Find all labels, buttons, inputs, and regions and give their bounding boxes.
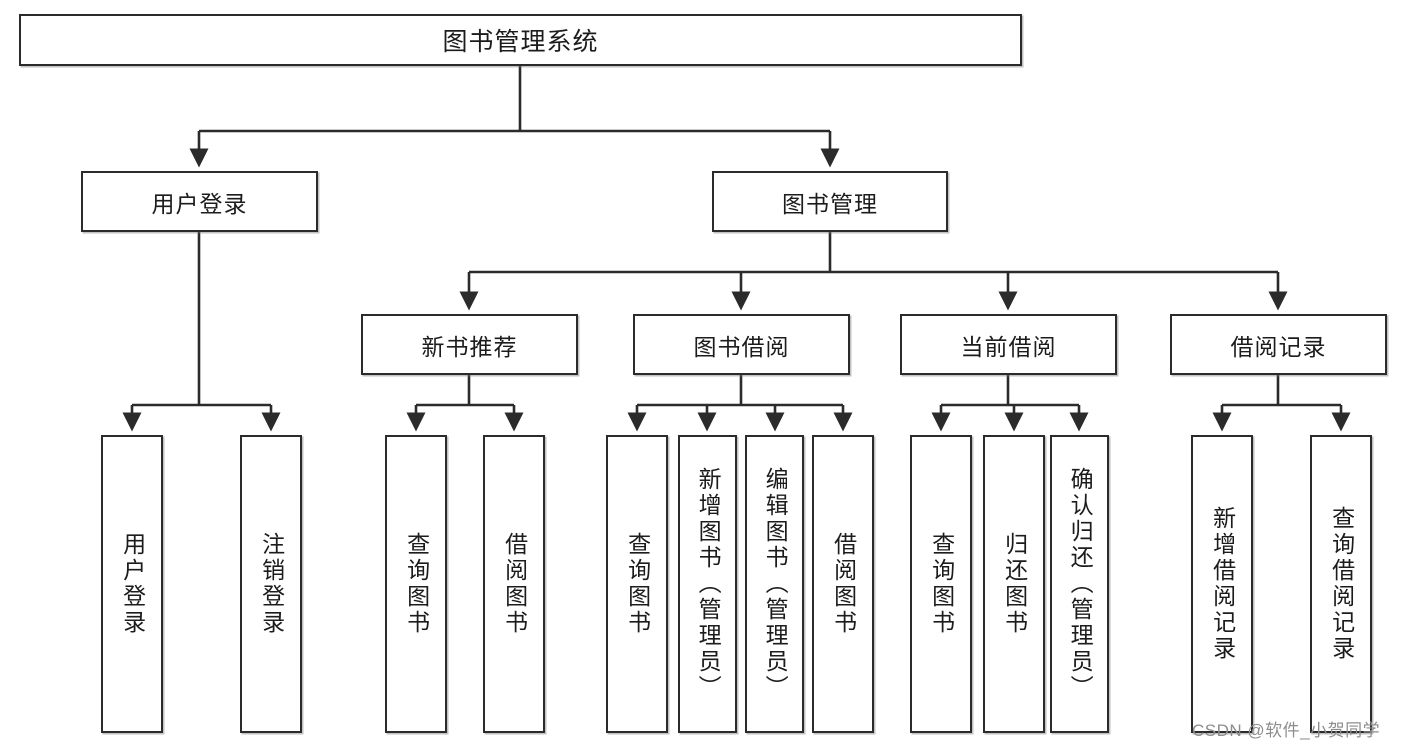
leaf-node[interactable]: 查询图书 xyxy=(385,435,447,733)
node-borrow-record[interactable]: 借阅记录 xyxy=(1170,314,1387,375)
node-borrow-record-label: 借阅记录 xyxy=(1230,333,1327,360)
node-book-borrow-label: 图书借阅 xyxy=(693,333,790,360)
csdn-watermark: CSDN @软件_小贺同学 xyxy=(1192,721,1381,740)
node-book-borrow[interactable]: 图书借阅 xyxy=(633,314,850,375)
leaf-node-label: 注销登录 xyxy=(258,532,285,636)
node-current-borrow-label: 当前借阅 xyxy=(960,333,1057,360)
node-root[interactable]: 图书管理系统 xyxy=(19,14,1022,66)
leaf-node-label: 借阅图书 xyxy=(501,532,528,636)
node-user-login[interactable]: 用户登录 xyxy=(81,171,318,232)
leaf-node-label: 新增图书（管理员） xyxy=(695,467,722,701)
leaf-node-label: 用户登录 xyxy=(119,532,146,636)
leaf-node[interactable]: 注销登录 xyxy=(240,435,302,733)
leaf-node[interactable]: 新增图书（管理员） xyxy=(678,435,737,733)
leaf-node-label: 归还图书 xyxy=(1001,532,1028,636)
leaf-node-label: 查询图书 xyxy=(624,532,651,636)
leaf-node-label: 确认归还（管理员） xyxy=(1067,467,1094,701)
leaf-node[interactable]: 查询借阅记录 xyxy=(1310,435,1372,733)
leaf-node-label: 编辑图书（管理员） xyxy=(762,467,789,701)
node-book-management-label: 图书管理 xyxy=(782,190,878,217)
leaf-node-label: 新增借阅记录 xyxy=(1209,506,1236,662)
leaf-node[interactable]: 确认归还（管理员） xyxy=(1050,435,1109,733)
leaf-node[interactable]: 借阅图书 xyxy=(483,435,545,733)
leaf-node[interactable]: 用户登录 xyxy=(101,435,163,733)
leaf-node[interactable]: 归还图书 xyxy=(983,435,1045,733)
leaf-node-label: 查询图书 xyxy=(403,532,430,636)
leaf-node[interactable]: 查询图书 xyxy=(910,435,972,733)
leaf-node[interactable]: 新增借阅记录 xyxy=(1191,435,1253,733)
node-book-management[interactable]: 图书管理 xyxy=(712,171,948,232)
node-root-label: 图书管理系统 xyxy=(442,28,599,56)
node-current-borrow[interactable]: 当前借阅 xyxy=(900,314,1117,375)
leaf-node[interactable]: 查询图书 xyxy=(606,435,668,733)
node-user-login-label: 用户登录 xyxy=(151,190,248,217)
leaf-node-label: 查询图书 xyxy=(928,532,955,636)
leaf-node[interactable]: 借阅图书 xyxy=(812,435,874,733)
leaf-node-label: 查询借阅记录 xyxy=(1328,506,1355,662)
leaf-node-label: 借阅图书 xyxy=(830,532,857,636)
node-new-book-recommend-label: 新书推荐 xyxy=(421,333,518,360)
leaf-node[interactable]: 编辑图书（管理员） xyxy=(745,435,804,733)
node-new-book-recommend[interactable]: 新书推荐 xyxy=(361,314,578,375)
